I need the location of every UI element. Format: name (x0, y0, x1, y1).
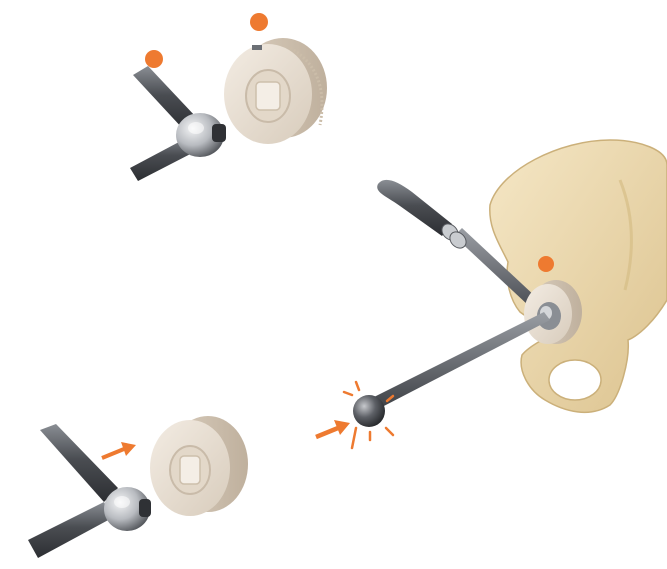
marker-dot (145, 50, 163, 68)
guide-ring (224, 38, 327, 144)
insertion-arrow (102, 442, 136, 458)
panel-top-left (130, 13, 327, 181)
marker-dot (538, 256, 554, 272)
panel-right (316, 140, 667, 448)
push-arrow (316, 420, 350, 437)
rod-handle (377, 180, 452, 236)
ball-end (353, 395, 385, 427)
guide-ring (150, 416, 248, 516)
marker-dot (250, 13, 268, 31)
handle-lower-arm (28, 502, 112, 558)
panel-bottom-left (28, 416, 248, 558)
handle-upper-arm (40, 424, 118, 502)
